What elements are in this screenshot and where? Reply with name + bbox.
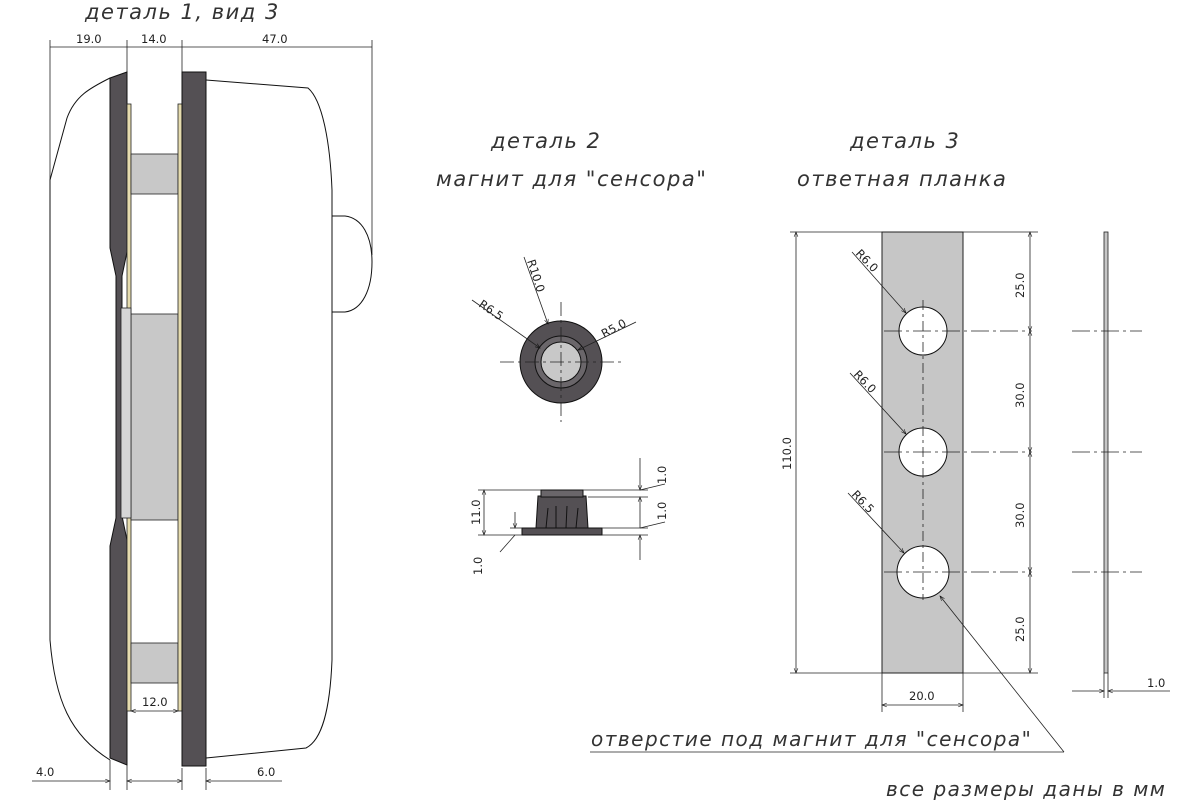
detail3-title: деталь 3 [849, 129, 960, 153]
dim-r65: R6.5 [476, 297, 506, 323]
detail1-title: деталь 1, вид 3 [84, 0, 280, 24]
dim-thickness: 1.0 [1147, 676, 1165, 690]
dim-seg-mid2: 30.0 [1013, 502, 1027, 528]
magnet-side-base [521, 527, 603, 536]
upper-block [130, 153, 179, 195]
dim-11: 11.0 [469, 499, 483, 525]
leader-r65 [471, 299, 541, 349]
dim-r10: R10.0 [524, 258, 548, 294]
dim-length: 110.0 [780, 437, 794, 470]
housing-knob [332, 215, 373, 313]
leader-base [499, 534, 516, 553]
units-note: все размеры даны в мм [886, 777, 1166, 800]
dim-4: 4.0 [36, 765, 54, 779]
detail3-subtitle: ответная планка [797, 167, 1007, 191]
magnet-side-body [535, 495, 589, 529]
dim-seg-top: 25.0 [1013, 272, 1027, 298]
dim-12: 12.0 [142, 695, 168, 709]
dim-seg-bottom: 25.0 [1013, 616, 1027, 642]
center-lip [120, 307, 132, 519]
dim-19: 19.0 [76, 32, 102, 46]
leader-r5 [577, 321, 637, 351]
dim-width: 20.0 [909, 689, 935, 703]
dim-47: 47.0 [262, 32, 288, 46]
dim-seg-mid1: 30.0 [1013, 382, 1027, 408]
dim-hole1: R6.0 [853, 246, 881, 275]
detail2-title: деталь 2 [490, 129, 601, 153]
hole-note-leader [939, 595, 1065, 753]
dim-6: 6.0 [257, 765, 275, 779]
leader-side-step [639, 521, 666, 529]
leader-hole3 [847, 492, 905, 554]
leader-hole2 [849, 372, 907, 435]
hole-note: отверстие под магнит для "сенсора" [591, 727, 1032, 751]
magnet-side-ribs [545, 505, 579, 529]
lower-block [130, 642, 179, 684]
detail2-subtitle: магнит для "сенсора" [436, 167, 707, 191]
dim-top-step: 1.0 [655, 466, 669, 484]
housing-right-outline [205, 79, 333, 759]
dim-hole2: R6.0 [851, 367, 879, 396]
dim-hole3: R6.5 [849, 487, 877, 516]
dim-side-step: 1.0 [655, 502, 669, 520]
dim-base: 1.0 [471, 557, 485, 575]
right-dark-plate [181, 71, 207, 767]
leader-hole1 [851, 251, 907, 314]
center-magnet-block [130, 313, 179, 521]
right-shim [177, 103, 183, 712]
detail1-view: деталь 1, вид 3 19.0 14.0 47.0 12.0 [32, 0, 373, 790]
magnet-side-top [540, 489, 584, 498]
dim-r5: R5.0 [599, 316, 629, 341]
detail3-view: деталь 3 ответная планка R6.0 R6.0 R6.5 … [590, 129, 1170, 753]
leader-top-step [639, 483, 666, 491]
housing-left-outline [49, 77, 111, 761]
leader-r10 [523, 256, 549, 325]
detail2-view: деталь 2 магнит для "сенсора" R10.0 R6.5… [436, 129, 707, 575]
strike-plate-side [1103, 231, 1109, 674]
dim-14: 14.0 [141, 32, 167, 46]
